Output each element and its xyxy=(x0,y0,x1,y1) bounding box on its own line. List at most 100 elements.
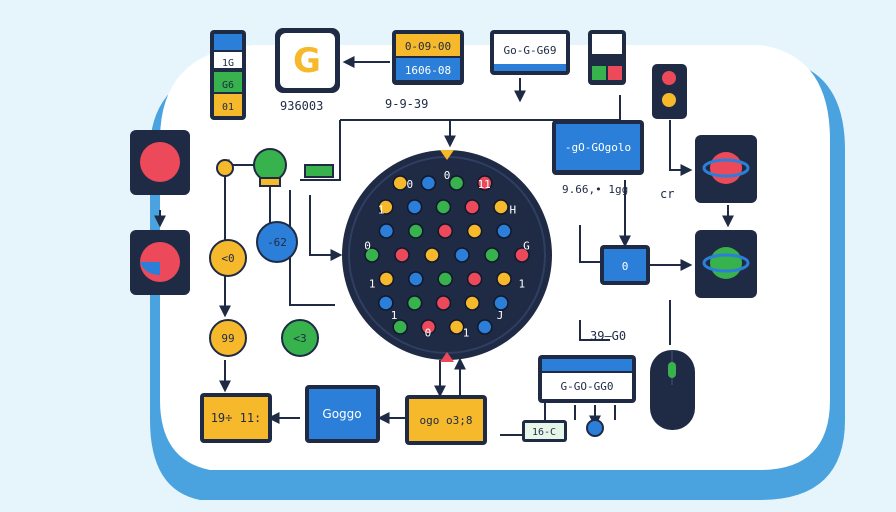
left-circle-blue-label: -62 xyxy=(267,236,287,249)
dial-dot xyxy=(477,319,493,335)
top-center-box: 0-09-00 1606-08 xyxy=(392,30,464,85)
left-phone-line3: 01 xyxy=(222,102,234,113)
dial-dot xyxy=(392,175,408,191)
dial-label: G xyxy=(523,239,530,252)
right-molecule-button-1 xyxy=(695,135,757,203)
bottom-left-box-label: 19÷ 11: xyxy=(211,411,262,425)
dial-dot xyxy=(493,295,509,311)
dial-dot xyxy=(378,199,394,215)
dial-dot xyxy=(477,175,493,191)
dial-dot xyxy=(464,295,480,311)
bottom-mid-box: Goggo xyxy=(305,385,380,443)
mouse-icon xyxy=(650,350,695,430)
dial-label: 1 xyxy=(378,204,385,217)
dial-dots xyxy=(364,175,530,335)
left-phone-line1: 1G xyxy=(222,58,234,69)
left-red-button-1 xyxy=(130,130,190,195)
center-right-box: 0 xyxy=(600,245,650,285)
left-circle-yellow xyxy=(209,239,247,277)
dial-label: 11 xyxy=(478,178,491,191)
traffic-light xyxy=(652,64,687,119)
g-logo-letter: G xyxy=(293,41,321,81)
dial-dot xyxy=(448,175,465,191)
dial-dot xyxy=(424,247,440,263)
dial-dot xyxy=(394,247,410,263)
left-red-button-2 xyxy=(130,230,190,295)
small-right-box-label: 16 xyxy=(601,58,613,69)
top-box-line2: 1606-08 xyxy=(405,64,451,77)
dial-dot xyxy=(392,319,408,335)
right-blue-box: -gO-GOgolo xyxy=(552,120,644,175)
dial-dot xyxy=(484,247,500,263)
dial-dot xyxy=(408,223,424,239)
top-right-box-label: Go-G-G69 xyxy=(504,44,557,57)
small-yellow-node xyxy=(216,159,234,177)
left-circle-yellow-label: <0 xyxy=(221,252,234,265)
right-small: cr xyxy=(660,187,674,201)
left-circle-green-label: <3 xyxy=(293,332,306,345)
dial-label: 0 xyxy=(444,169,451,182)
dial-dot xyxy=(378,271,395,287)
dial-dot xyxy=(435,295,452,311)
dial-dot xyxy=(406,295,423,311)
dial-dot xyxy=(420,175,437,191)
bottom-right-node xyxy=(586,419,604,437)
bottom-left-box: 19÷ 11: xyxy=(200,393,272,443)
dial-label: 0 xyxy=(364,239,371,252)
dial-dot xyxy=(435,199,452,215)
dial-dot xyxy=(437,223,453,239)
dial-dot xyxy=(466,271,483,287)
dial-dot xyxy=(493,199,509,215)
dial-label: 1 xyxy=(518,277,525,290)
dial-label: H xyxy=(509,204,516,217)
small-right-device: 16 xyxy=(588,30,626,85)
dial-dot xyxy=(406,199,423,215)
g-logo-tile: G xyxy=(275,28,340,93)
bottom-mid-box-label: Goggo xyxy=(322,407,361,421)
dial-dot xyxy=(378,295,394,311)
dial-dot xyxy=(454,247,470,263)
dial-dot xyxy=(466,223,483,239)
dial-dot xyxy=(364,247,380,263)
dial-dot xyxy=(378,223,395,239)
bottom-right-num: 39—G0 xyxy=(590,329,626,343)
dial-label: 0 xyxy=(406,178,413,191)
left-phone-line2: G6 xyxy=(222,80,234,91)
center-right-box-label: 0 xyxy=(622,260,629,273)
left-circle-green xyxy=(281,319,319,357)
left-phone: 1G G6 01 xyxy=(210,30,246,120)
dial-dot xyxy=(496,223,512,239)
small-rail xyxy=(304,164,334,178)
top-right-box: Go-G-G69 xyxy=(490,30,570,75)
right-num: 9.66,• 1gg xyxy=(562,183,628,196)
dial-dot xyxy=(496,271,512,287)
dial-label: 1 xyxy=(391,309,398,322)
bottom-right-box-label: G-GO-GG0 xyxy=(561,380,614,393)
right-molecule-button-2 xyxy=(695,230,757,298)
dial-dot xyxy=(448,319,465,335)
dial-label: 1 xyxy=(463,327,470,340)
right-blue-box-label: -gO-GOgolo xyxy=(565,141,631,154)
num-under-logo2: 9-9-39 xyxy=(385,97,428,111)
bottom-center-box-label: ogo o3;8 xyxy=(420,414,473,427)
dial-label: 0 xyxy=(425,327,432,340)
bottom-right-box: G-GO-GG0 xyxy=(538,355,636,403)
dial-label: 1 xyxy=(369,277,376,290)
bottom-right-small-label: 16-C xyxy=(532,427,556,438)
left-circle-blue xyxy=(256,221,298,263)
dial-label: J xyxy=(497,309,504,322)
dial-dot xyxy=(464,199,480,215)
num-under-logo: 936003 xyxy=(280,99,323,113)
left-circle-yellow2-label: 99 xyxy=(221,332,234,345)
green-node xyxy=(253,148,287,187)
top-box-line1: 0-09-00 xyxy=(405,40,451,53)
dial-dot xyxy=(514,247,530,263)
left-circle-yellow2 xyxy=(209,319,247,357)
dial-dot xyxy=(437,271,453,287)
bottom-right-small-box: 16-C xyxy=(522,420,567,442)
bottom-center-box: ogo o3;8 xyxy=(405,395,487,445)
dial-dot xyxy=(408,271,424,287)
